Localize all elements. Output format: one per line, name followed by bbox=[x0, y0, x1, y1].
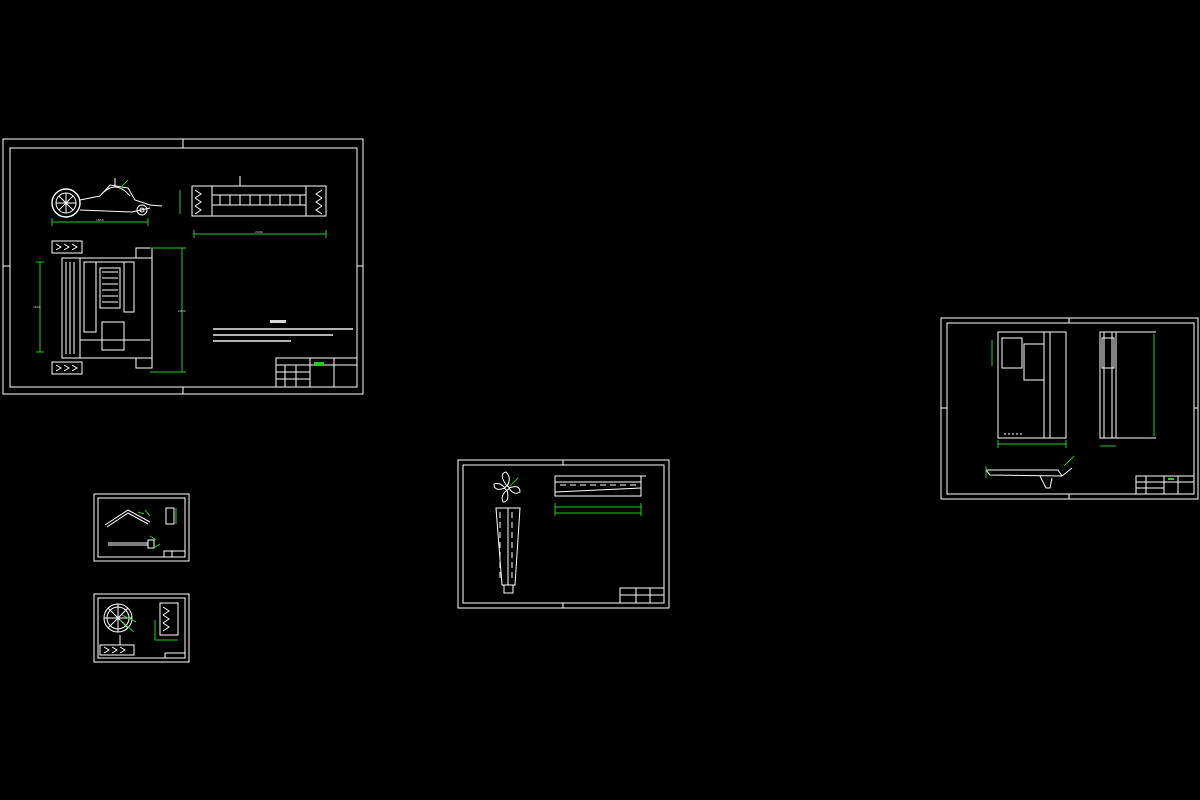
sheet-part-center bbox=[457, 459, 670, 609]
svg-text:1850: 1850 bbox=[96, 218, 104, 222]
svg-text:2400: 2400 bbox=[255, 230, 263, 234]
plan-view: 1620 2000 bbox=[33, 240, 186, 375]
side-view: 1850 bbox=[51, 178, 163, 226]
sheet-part-small-2 bbox=[93, 593, 190, 663]
title-block bbox=[1135, 475, 1195, 495]
front-view: 2400 bbox=[179, 176, 327, 238]
sheet-part-right bbox=[940, 317, 1199, 500]
technical-notes bbox=[213, 320, 353, 342]
bracket-view bbox=[985, 455, 1075, 489]
svg-text:1620: 1620 bbox=[33, 305, 41, 309]
svg-text:2000: 2000 bbox=[178, 309, 186, 313]
sheet-outer-border bbox=[2, 138, 364, 395]
sheet-assembly: 1850 2400 bbox=[2, 138, 364, 395]
propeller-view bbox=[493, 471, 521, 503]
title-block bbox=[275, 357, 358, 388]
tapered-shaft bbox=[495, 507, 521, 594]
frame-front-view bbox=[991, 331, 1067, 448]
section-view bbox=[554, 475, 646, 516]
frame-side-view bbox=[1099, 331, 1156, 447]
sheet-part-small-1 bbox=[93, 493, 190, 562]
